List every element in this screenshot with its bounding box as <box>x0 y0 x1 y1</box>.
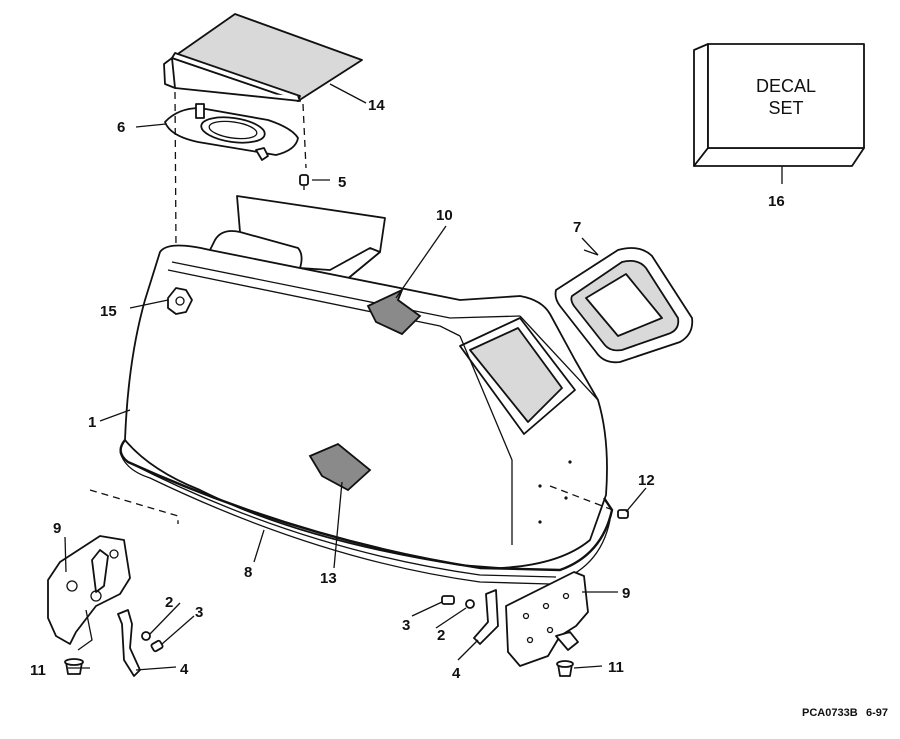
callout-2-left: 2 <box>165 594 173 611</box>
callout-4-right: 4 <box>452 665 461 682</box>
part-15-latch-knob <box>167 287 193 315</box>
part-3-left-screw <box>150 639 164 653</box>
callout-4-left: 4 <box>180 661 189 678</box>
callout-13: 13 <box>320 570 337 587</box>
part-11-left-grommet <box>64 658 84 675</box>
part-16-decal-set-box <box>693 43 865 184</box>
part-9-right-bracket <box>505 571 589 667</box>
callout-7: 7 <box>573 219 581 236</box>
callout-6: 6 <box>117 119 125 136</box>
callout-2-right: 2 <box>437 627 445 644</box>
callout-11-right: 11 <box>608 659 624 676</box>
callout-labels: 1 2 2 3 3 4 4 5 6 7 8 9 9 10 11 11 12 13… <box>30 97 785 682</box>
part-12-screw <box>617 509 629 519</box>
part-1-motor-cover <box>89 195 619 585</box>
part-4-right-strap <box>473 589 499 645</box>
part-3-right-screw <box>441 595 455 605</box>
part-13-decal <box>308 442 372 492</box>
part-11-right-grommet <box>556 660 574 677</box>
callout-14: 14 <box>368 97 385 114</box>
callout-9-right: 9 <box>622 585 630 602</box>
part-2-right-washer <box>465 599 475 609</box>
callout-11-left: 11 <box>30 662 46 679</box>
part-9-left-bracket <box>47 535 131 651</box>
callout-12: 12 <box>638 472 655 489</box>
callout-15: 15 <box>100 303 117 320</box>
callout-9-left: 9 <box>53 520 61 537</box>
decal-set-line-2: SET <box>768 98 803 118</box>
part-7-window-seal <box>554 247 694 364</box>
drawing-date: 6-97 <box>866 707 888 719</box>
part-5-screw <box>299 174 330 190</box>
alignment-line-right <box>302 103 307 169</box>
callout-16: 16 <box>768 193 785 210</box>
decal-set-line-1: DECAL <box>756 76 816 96</box>
callout-5: 5 <box>338 174 346 191</box>
callout-3-left: 3 <box>195 604 203 621</box>
part-2-left-washer <box>141 631 151 641</box>
part-4-left-strap <box>117 609 141 677</box>
callout-1: 1 <box>88 414 96 431</box>
callout-8: 8 <box>244 564 252 581</box>
leader-lines <box>64 83 647 671</box>
callout-3-right: 3 <box>402 617 410 634</box>
callout-10: 10 <box>436 207 453 224</box>
alignment-line-left <box>174 91 177 249</box>
part-6-seal-plate <box>164 103 299 161</box>
drawing-code: PCA0733B <box>802 707 858 719</box>
part-14-access-cover <box>163 13 363 102</box>
